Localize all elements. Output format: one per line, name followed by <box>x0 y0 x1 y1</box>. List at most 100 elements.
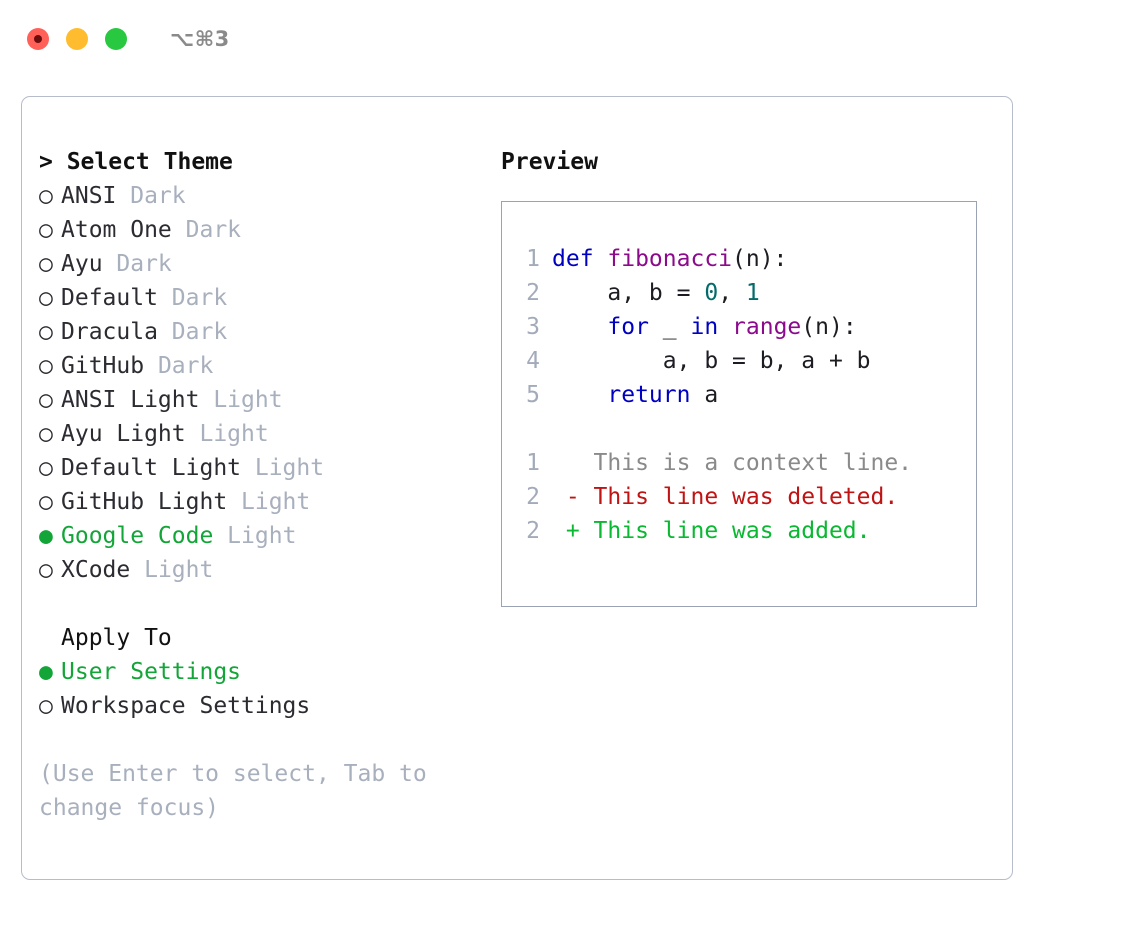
apply-to-option-label: User Settings <box>61 659 242 685</box>
radio-unselected-icon: ○ <box>39 285 53 311</box>
theme-option-ansi[interactable]: ○ ANSI Dark <box>39 179 469 213</box>
radio-unselected-icon: ○ <box>39 455 53 481</box>
radio-unselected-icon: ○ <box>39 319 53 345</box>
diff-line-ctx: 1 This is a context line. <box>518 446 968 480</box>
radio-selected-icon: ● <box>39 659 53 685</box>
theme-option-label: GitHub Light <box>61 489 228 515</box>
diff-line-number: 1 <box>526 450 540 476</box>
theme-variant-tag: Light <box>199 387 283 413</box>
theme-option-ayu[interactable]: ○ Ayu Dark <box>39 247 469 281</box>
code-token-kw: for <box>607 314 649 340</box>
diff-line-text: + This line was added. <box>552 518 871 544</box>
minimize-window-button[interactable] <box>66 28 88 50</box>
code-token-plain <box>552 382 607 408</box>
code-token-plain: , <box>718 280 746 306</box>
code-line-number: 3 <box>526 314 540 340</box>
code-token-num: 0 <box>704 280 719 306</box>
apply-to-option-list[interactable]: ● User Settings ○Workspace Settings <box>39 655 469 723</box>
theme-option-ansi-light[interactable]: ○ANSI Light Light <box>39 383 469 417</box>
theme-variant-tag: Light <box>130 557 214 583</box>
theme-variant-tag: Dark <box>102 251 172 277</box>
close-window-button[interactable] <box>27 28 49 50</box>
theme-option-list[interactable]: ○ANSI Dark○Atom One Dark○Ayu Dark○Defaul… <box>39 179 469 587</box>
theme-option-label: Default Light <box>61 455 242 481</box>
maximize-window-button[interactable] <box>105 28 127 50</box>
code-token-plain <box>552 314 607 340</box>
theme-option-dracula[interactable]: ○ Dracula Dark <box>39 315 469 349</box>
spacer <box>39 587 469 621</box>
theme-picker-panel: > Select Theme ○ANSI Dark○Atom One Dark○… <box>39 145 469 825</box>
code-token-fn: range <box>732 314 802 340</box>
theme-option-label: Ayu <box>61 251 103 277</box>
radio-unselected-icon: ○ <box>39 387 53 413</box>
theme-option-ayu-light[interactable]: ○ Ayu Light Light <box>39 417 469 451</box>
code-line: 5 return a <box>518 378 968 412</box>
diff-sample: 1 This is a context line.2 - This line w… <box>518 446 968 548</box>
theme-option-default-light[interactable]: ○Default Light Light <box>39 451 469 485</box>
keyboard-shortcut-label: ⌥⌘3 <box>170 27 230 51</box>
radio-unselected-icon: ○ <box>39 251 53 277</box>
code-token-fn: fibonacci <box>607 246 733 272</box>
theme-variant-tag: Dark <box>171 217 242 243</box>
apply-to-option-label: Workspace Settings <box>61 693 311 719</box>
theme-selection-dialog: > Select Theme ○ANSI Dark○Atom One Dark○… <box>21 96 1013 880</box>
code-line: 2 a, b = 0, 1 <box>518 276 968 310</box>
theme-variant-tag: Light <box>213 523 297 549</box>
apply-to-option-user-settings[interactable]: ● User Settings <box>39 655 469 689</box>
code-token-plain: (n): <box>801 314 857 340</box>
theme-option-label: ANSI <box>61 183 117 209</box>
theme-option-label: Atom One <box>61 217 172 243</box>
keyboard-hint-text: (Use Enter to select, Tab to change focu… <box>39 761 441 821</box>
code-token-kw: def <box>552 246 608 272</box>
preview-title: Preview <box>501 149 598 175</box>
radio-unselected-icon: ○ <box>39 557 53 583</box>
theme-option-xcode[interactable]: ○ XCode Light <box>39 553 469 587</box>
code-line-number: 5 <box>526 382 540 408</box>
radio-selected-icon: ● <box>39 523 53 549</box>
code-token-plain: (n): <box>732 246 788 272</box>
theme-variant-tag: Dark <box>157 319 228 345</box>
title-bar: ⌥⌘3 <box>0 0 1140 78</box>
select-theme-prompt: > Select Theme <box>39 149 233 175</box>
code-token-plain <box>718 314 732 340</box>
code-token-num: 1 <box>745 280 760 306</box>
theme-option-default[interactable]: ○Default Dark <box>39 281 469 315</box>
code-line-number: 2 <box>526 280 540 306</box>
code-line-number: 4 <box>526 348 540 374</box>
theme-option-atom-one[interactable]: ○ Atom One Dark <box>39 213 469 247</box>
theme-option-label: GitHub <box>61 353 145 379</box>
code-token-kw: in <box>690 314 719 340</box>
theme-option-label: Ayu Light <box>61 421 186 447</box>
theme-option-label: Dracula <box>61 319 158 345</box>
apply-to-option-workspace-settings[interactable]: ○Workspace Settings <box>39 689 469 723</box>
radio-unselected-icon: ○ <box>39 353 53 379</box>
diff-line-text: - This line was deleted. <box>552 484 899 510</box>
theme-variant-tag: Light <box>185 421 269 447</box>
theme-option-google-code[interactable]: ●Google Code Light <box>39 519 469 553</box>
theme-variant-tag: Dark <box>144 353 214 379</box>
radio-unselected-icon: ○ <box>39 421 53 447</box>
code-token-plain: a <box>690 382 719 408</box>
code-token-plain: _ <box>648 314 691 340</box>
code-token-plain: a, b = <box>552 280 705 306</box>
code-line: 4 a, b = b, a + b <box>518 344 968 378</box>
theme-option-label: XCode <box>61 557 131 583</box>
theme-variant-tag: Dark <box>116 183 186 209</box>
diff-line-add: 2 + This line was added. <box>518 514 968 548</box>
code-token-plain: a, b = b, a + b <box>552 348 871 374</box>
radio-unselected-icon: ○ <box>39 489 53 515</box>
radio-unselected-icon: ○ <box>39 183 53 209</box>
theme-option-github[interactable]: ○ GitHub Dark <box>39 349 469 383</box>
theme-variant-tag: Light <box>227 489 311 515</box>
radio-unselected-icon: ○ <box>39 217 53 243</box>
code-line: 3 for _ in range(n): <box>518 310 968 344</box>
code-token-kw: return <box>607 382 691 408</box>
theme-option-github-light[interactable]: ○ GitHub Light Light <box>39 485 469 519</box>
diff-line-del: 2 - This line was deleted. <box>518 480 968 514</box>
